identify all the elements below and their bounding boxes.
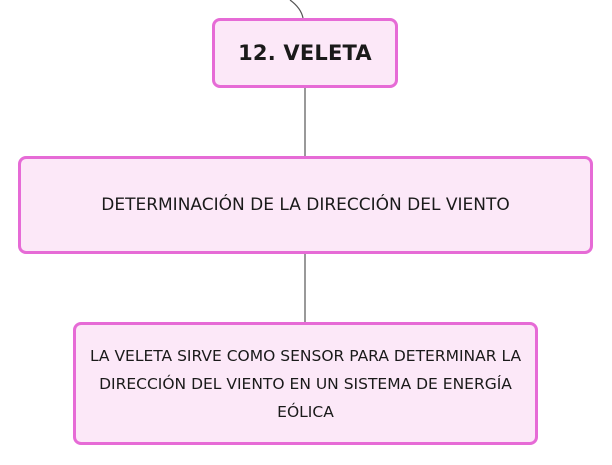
node-wind-direction-text: DETERMINACIÓN DE LA DIRECCIÓN DEL VIENTO [101, 195, 510, 215]
node-veleta-title[interactable]: 12. VELETA [212, 18, 398, 88]
node-description[interactable]: LA VELETA SIRVE COMO SENSOR PARA DETERMI… [73, 322, 538, 445]
node-veleta-title-text: 12. VELETA [238, 41, 372, 65]
connector-parent-to-veleta [289, 0, 304, 19]
node-wind-direction[interactable]: DETERMINACIÓN DE LA DIRECCIÓN DEL VIENTO [18, 156, 593, 254]
node-description-text: LA VELETA SIRVE COMO SENSOR PARA DETERMI… [89, 346, 522, 421]
